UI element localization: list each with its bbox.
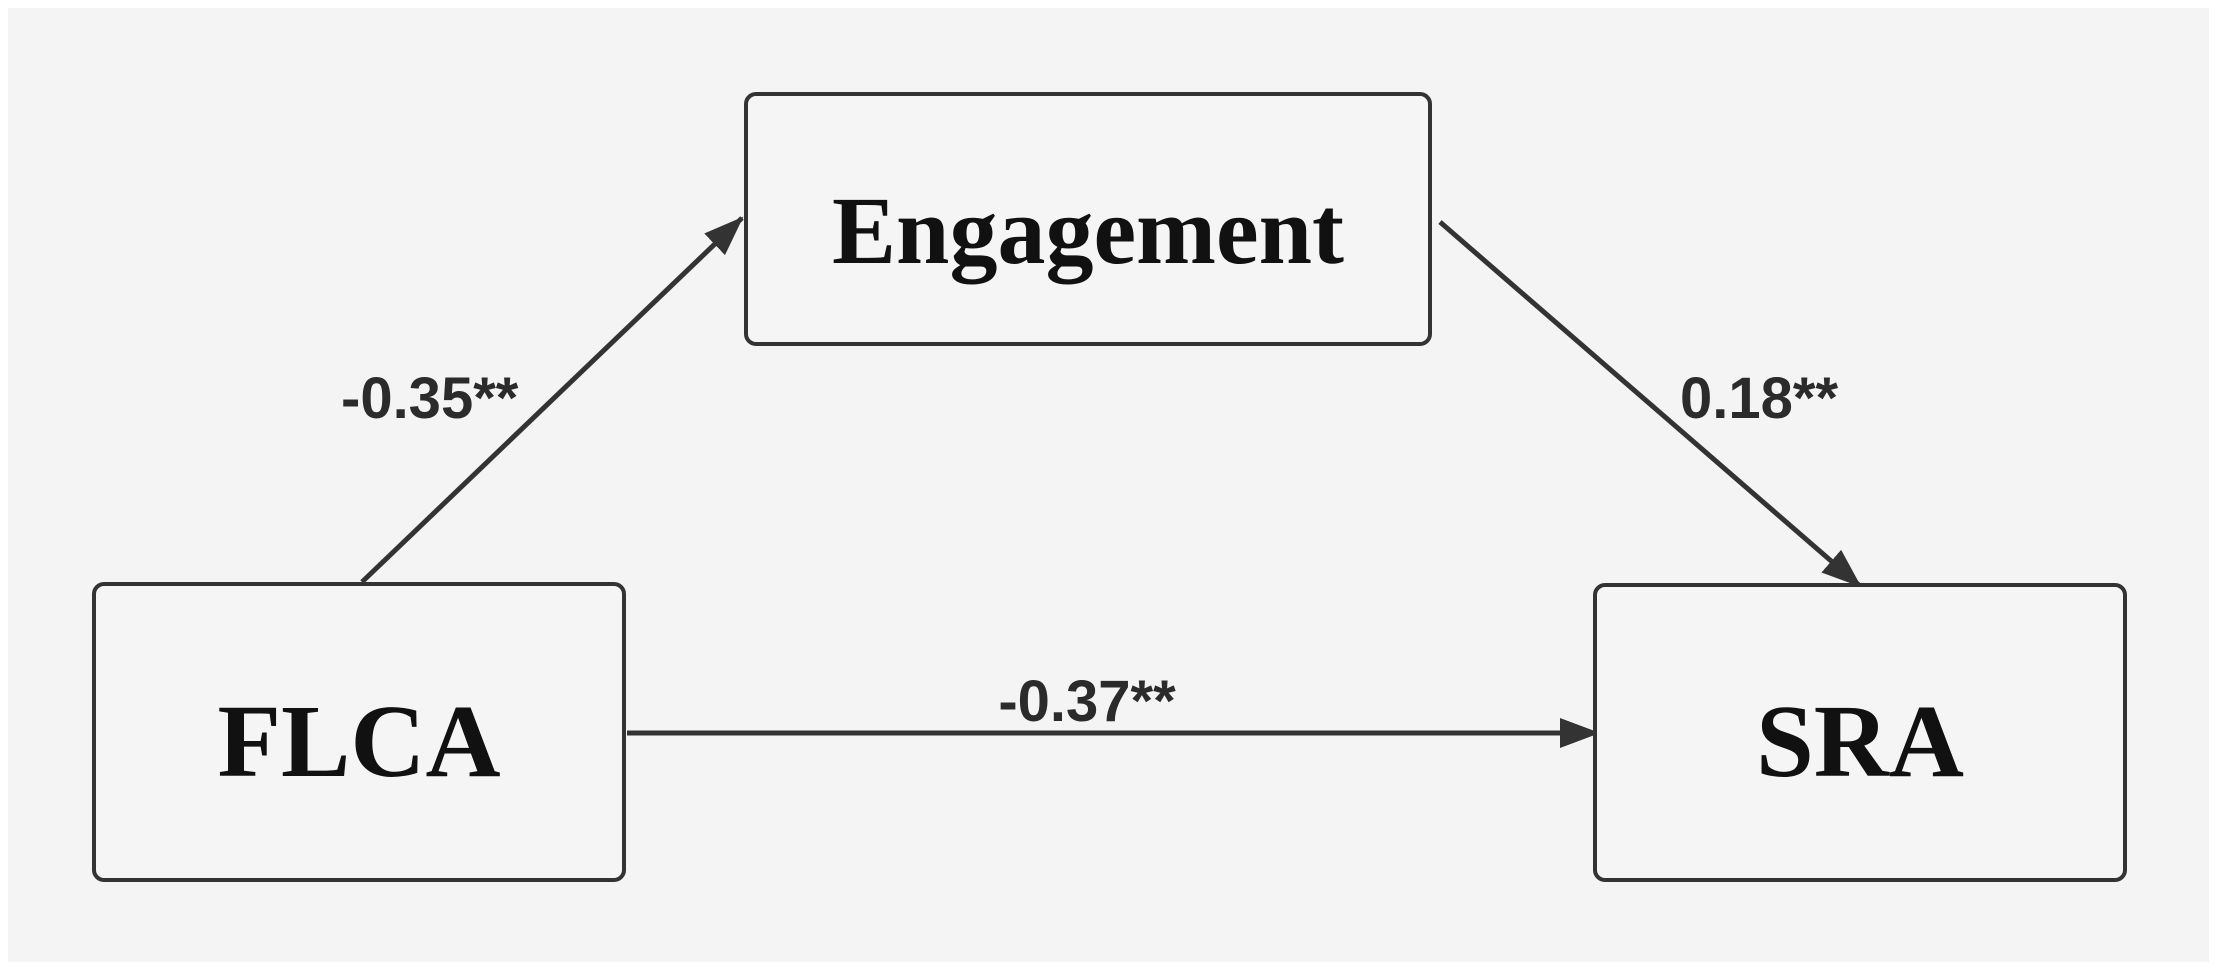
edge-label-flca-to-engagement: -0.35** [341,366,519,431]
node-engagement-box [744,92,1432,346]
edge-label-engagement-to-sra: 0.18** [1680,366,1838,431]
node-flca: FLCA [92,582,626,882]
node-flca-box [92,582,626,882]
node-sra-label: SRA [1756,684,1964,799]
node-engagement-label: Engagement [832,177,1344,284]
arrow-engagement-to-sra [1438,220,1862,588]
arrow-flca-to-engagement [360,216,744,584]
node-flca-label: FLCA [217,684,500,799]
node-sra-box [1593,583,2127,882]
edge-label-flca-to-sra: -0.37** [998,669,1176,734]
node-sra: SRA [1593,583,2127,882]
node-engagement: Engagement [744,92,1432,346]
